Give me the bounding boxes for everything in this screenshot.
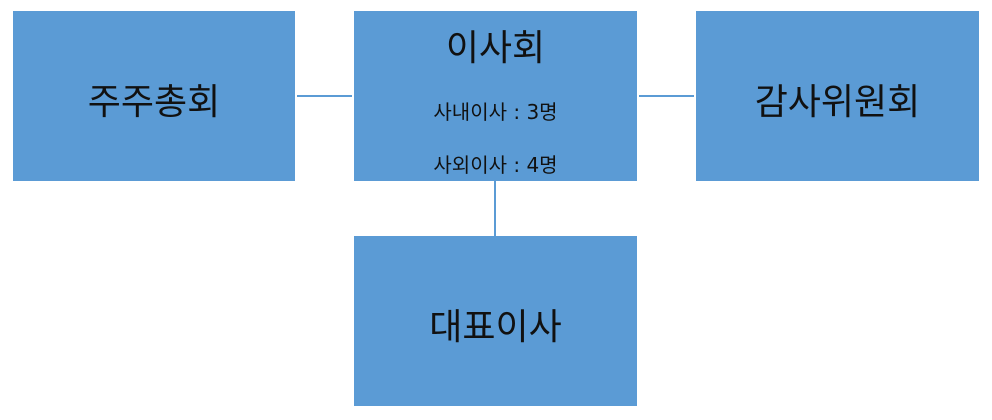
inside-directors-count: 사내이사 : 3명 bbox=[433, 100, 558, 124]
ceo-label: 대표이사 bbox=[429, 307, 562, 348]
board-of-directors-box: 이사회 사내이사 : 3명 사외이사 : 4명 bbox=[354, 11, 637, 181]
outside-directors-count: 사외이사 : 4명 bbox=[433, 153, 558, 177]
audit-committee-label: 감사위원회 bbox=[754, 82, 921, 123]
shareholders-meeting-label: 주주총회 bbox=[87, 82, 221, 123]
audit-committee-box: 감사위원회 bbox=[696, 11, 979, 181]
shareholders-meeting-box: 주주총회 bbox=[13, 11, 295, 181]
ceo-box: 대표이사 bbox=[354, 236, 637, 406]
board-of-directors-label: 이사회 bbox=[445, 28, 546, 69]
